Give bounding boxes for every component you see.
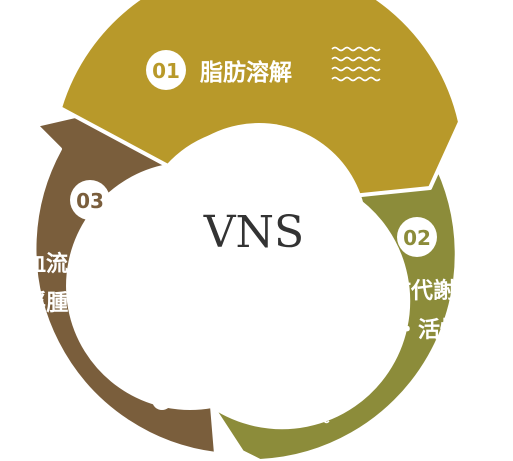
- step-02-number: 02: [403, 226, 431, 250]
- segment-02-shape: [210, 120, 462, 461]
- step-03-badge: [70, 180, 110, 220]
- center-label: VNS: [203, 207, 304, 258]
- step-03: 03 血流の増加が 浮腫を減らす: [24, 180, 172, 410]
- step-02-badge: [397, 217, 437, 257]
- wavy-lines-icon: [331, 46, 381, 82]
- segment-02: [210, 120, 462, 461]
- up-arrows-wavy-icon: [288, 375, 331, 424]
- step-02-label-line-1: 脂肪代謝の: [367, 278, 477, 304]
- step-02: 02 脂肪代謝の 誘導・活性化: [288, 217, 484, 424]
- step-01: 01 脂肪溶解: [146, 46, 381, 90]
- step-01-badge: [146, 50, 186, 90]
- step-03-label-line-1: 血流の増加が: [24, 251, 156, 277]
- step-01-label: 脂肪溶解: [200, 59, 292, 86]
- water-drops-icon: [132, 352, 172, 410]
- step-03-label-line-2: 浮腫を減らす: [24, 290, 156, 316]
- step-02-label-line-2: 誘導・活性化: [352, 317, 484, 343]
- step-03-number: 03: [76, 189, 104, 213]
- step-01-number: 01: [152, 59, 180, 83]
- center-circle: [151, 123, 367, 339]
